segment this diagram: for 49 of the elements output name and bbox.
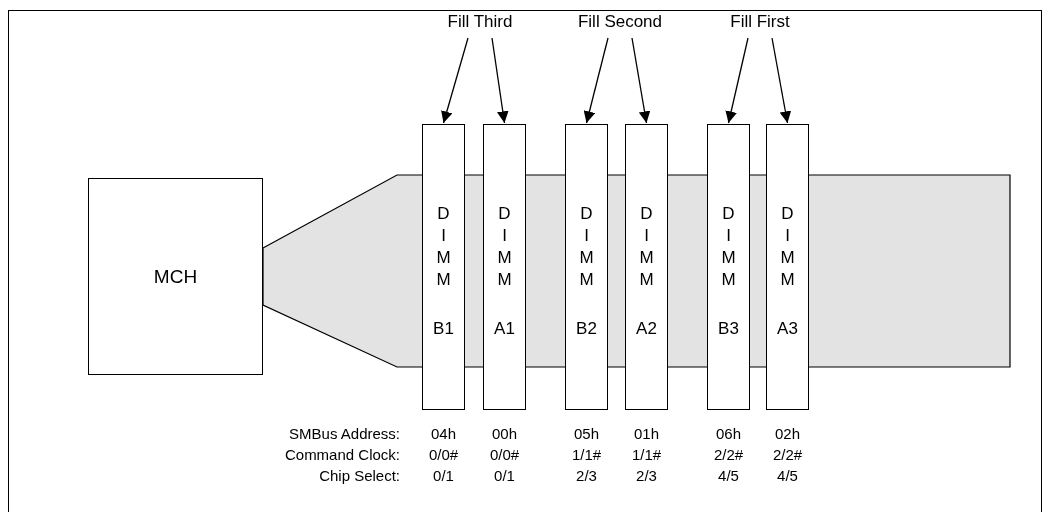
dimm-slot: [565, 124, 608, 410]
table-value: 05h: [574, 425, 599, 443]
controller-box: MCH: [88, 178, 263, 375]
arrow: [491, 37, 509, 124]
slot-id: A1: [494, 319, 515, 339]
slot-id: B1: [433, 319, 454, 339]
table-value: 0/0#: [428, 446, 459, 464]
slot-letters: D I M M: [496, 203, 513, 291]
slot-id: A2: [636, 319, 657, 339]
table-value: 0/0#: [489, 446, 520, 464]
slot-letters: D I M M: [638, 203, 655, 291]
fill-order-label: Fill Third: [420, 12, 540, 34]
table-value: 04h: [431, 425, 456, 443]
table-value: 2/2#: [772, 446, 803, 464]
fill-order-label: Fill Second: [560, 12, 680, 34]
arrow: [631, 37, 651, 124]
slot-id: A3: [777, 319, 798, 339]
table-value: 2/2#: [713, 446, 744, 464]
arrow: [771, 37, 792, 124]
table-value: 4/5: [777, 467, 798, 485]
slot-id: B3: [718, 319, 739, 339]
table-value: 01h: [634, 425, 659, 443]
table-value: 0/1: [433, 467, 454, 485]
dimm-slot: [422, 124, 465, 410]
slot-letters: D I M M: [720, 203, 737, 291]
table-value: 2/3: [576, 467, 597, 485]
dimm-slot: [483, 124, 526, 410]
table-value: 0/1: [494, 467, 515, 485]
table-value: 2/3: [636, 467, 657, 485]
arrow: [441, 37, 469, 124]
table-value: 06h: [716, 425, 741, 443]
slot-id: B2: [576, 319, 597, 339]
slot-letters: D I M M: [779, 203, 796, 291]
row-label: Chip Select:: [319, 467, 400, 485]
table-value: 1/1#: [571, 446, 602, 464]
table-value: 4/5: [718, 467, 739, 485]
fill-order-label: Fill First: [700, 12, 820, 34]
row-label: SMBus Address:: [289, 425, 400, 443]
arrow: [583, 37, 609, 124]
dimm-slot: [766, 124, 809, 410]
slot-letters: D I M M: [435, 203, 452, 291]
dimm-slot: [707, 124, 750, 410]
slot-letters: D I M M: [578, 203, 595, 291]
table-value: 1/1#: [631, 446, 662, 464]
table-value: 00h: [492, 425, 517, 443]
table-value: 02h: [775, 425, 800, 443]
dimm-slot: [625, 124, 668, 410]
arrow: [725, 37, 749, 124]
row-label: Command Clock:: [284, 446, 400, 464]
